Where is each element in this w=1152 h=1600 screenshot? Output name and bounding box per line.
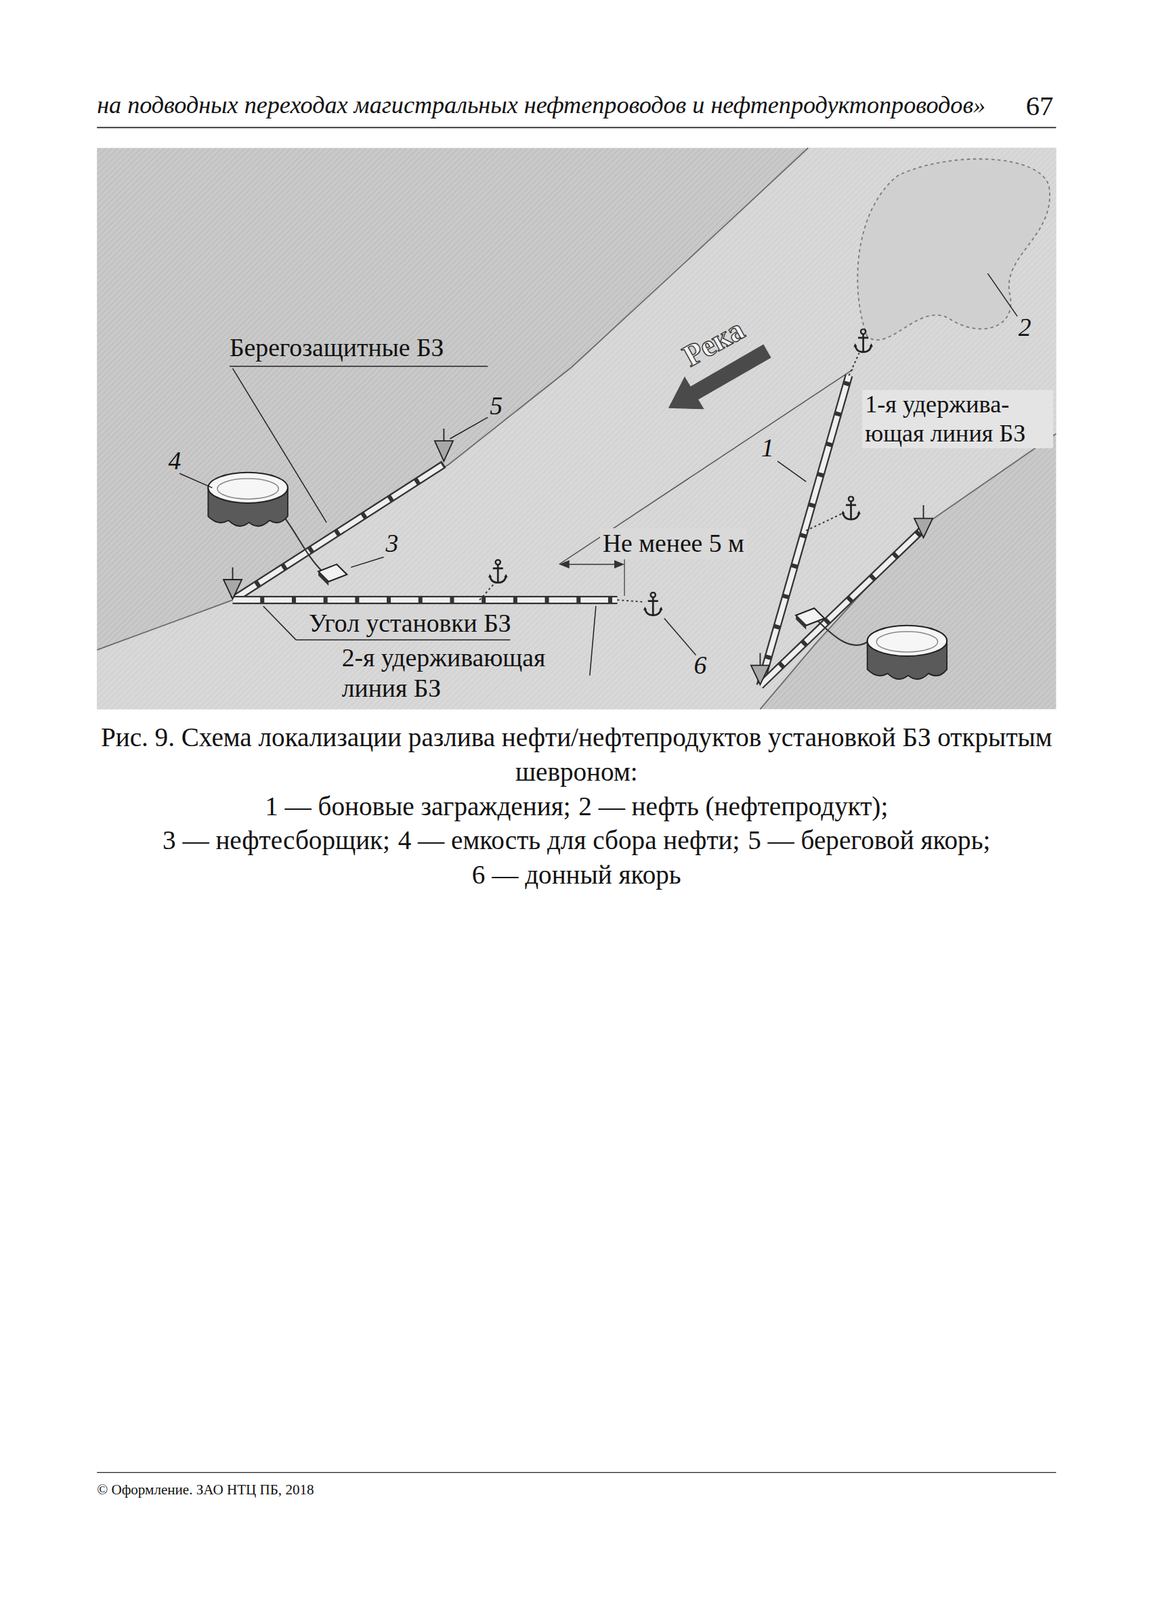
- bottom-anchor: [853, 329, 873, 353]
- line-label: 1-я удержива- ющая линия БЗ: [862, 390, 1054, 450]
- figure-caption-block: Рис. 9. Схема локализации разлива нефти/…: [96, 720, 1056, 894]
- angle-label: Угол установки БЗ: [306, 608, 515, 639]
- page-number: 67: [1026, 90, 1054, 124]
- key-item: 6 — донный якорь: [472, 860, 682, 890]
- key-item: 3 — нефтесборщик;: [162, 825, 391, 855]
- map-figure: [96, 148, 1056, 710]
- key-item: 2 — нефть (нефтепродукт);: [578, 791, 888, 821]
- footer-rule: [96, 1472, 1056, 1474]
- boom-lines: [232, 375, 924, 687]
- key-item: 1 — боновые заграждения;: [264, 791, 571, 821]
- anchor-ropes: [479, 352, 859, 603]
- hose: [816, 619, 869, 646]
- river-label: Река: [676, 310, 751, 374]
- skimmer: [318, 564, 347, 586]
- header-rule: [96, 126, 1056, 128]
- figure-caption: Рис. 9. Схема локализации разлива нефти/…: [96, 720, 1056, 790]
- group-label: Берегозащитные БЗ: [229, 332, 444, 364]
- callout-number: 5: [489, 390, 503, 422]
- river-water: [96, 148, 1056, 710]
- key-item: 4 — емкость для сбора нефти;: [398, 825, 741, 855]
- skimmer: [795, 608, 825, 630]
- running-header: на подводных переходах магистральных неф…: [96, 90, 986, 120]
- key-line: 6 — донный якорь: [96, 858, 1056, 893]
- shore-anchors: [223, 428, 933, 685]
- leader-lines: [179, 273, 1018, 676]
- oil-slick: [857, 159, 1050, 340]
- callout-number: 1: [761, 432, 775, 464]
- line-label: 2-я удерживающая линия БЗ: [342, 642, 586, 704]
- oil-tank: [867, 625, 948, 680]
- dimension-line: [559, 369, 854, 597]
- bottom-anchor: [643, 592, 664, 616]
- oil-tank: [207, 472, 288, 527]
- callout-number: 2: [1018, 312, 1032, 343]
- bottom-anchor: [841, 496, 861, 520]
- dimension-label: Не менее 5 м: [600, 528, 748, 559]
- key-item: 5 — береговой якорь;: [747, 825, 991, 855]
- bottom-anchor: [488, 560, 508, 584]
- callout-number: 6: [694, 650, 708, 681]
- callout-number: 4: [168, 445, 182, 477]
- key-line: 1 — боновые заграждения;2 — нефть (нефте…: [96, 789, 1056, 825]
- bank-ground: [96, 148, 1056, 710]
- callout-number: 3: [386, 528, 399, 559]
- right-bank-line: [759, 433, 1056, 710]
- key-line: 3 — нефтесборщик;4 — емкость для сбора н…: [96, 823, 1056, 859]
- copyright-footer: © Оформление. ЗАО НТЦ ПБ, 2018: [96, 1481, 314, 1499]
- left-bank-line: [96, 148, 808, 651]
